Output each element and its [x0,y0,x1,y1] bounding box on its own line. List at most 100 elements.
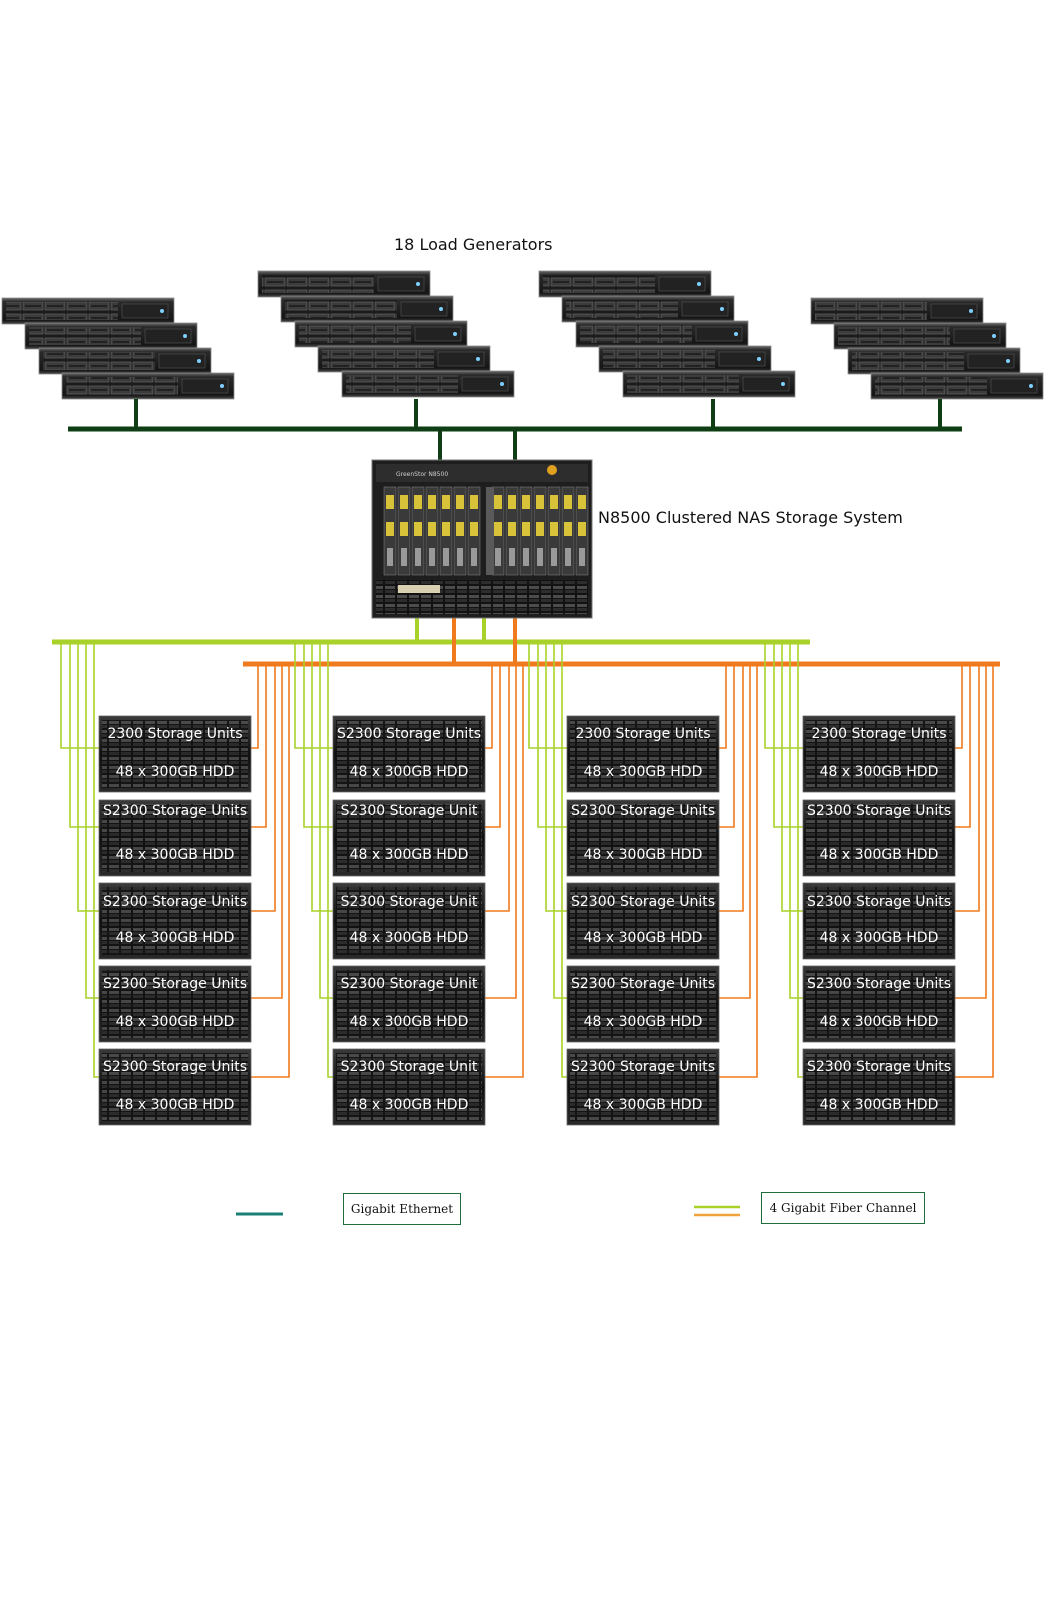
fc-orange-link [485,664,510,912]
storage-unit-name: S2300 Storage Units [571,976,715,992]
nas-controller-blade [425,486,439,576]
storage-unit-disks: 48 x 300GB HDD [350,1097,469,1113]
load-generator-server [317,345,491,373]
load-generator-server [810,297,984,325]
load-generator-server [294,320,468,348]
load-generator-server [24,322,198,350]
load-generator-server [870,372,1044,400]
storage-unit-disks: 48 x 300GB HDD [350,847,469,863]
fc-green-link [545,642,567,912]
fc-orange-link [251,664,290,1078]
nas-system-title: N8500 Clustered NAS Storage System [598,508,903,527]
fc-orange-link [485,664,524,1078]
fc-orange-link [955,664,971,828]
storage-unit-disks: 48 x 300GB HDD [584,764,703,780]
nas-controller-blade [397,486,411,576]
nas-faceplate-label: GreenStor N8500 [396,471,448,478]
nas-controller-blade [383,486,397,576]
fc-green-link [327,642,333,1078]
fc-green-link [781,642,803,912]
fc-green-link [77,642,99,912]
fc-orange-link [485,664,501,828]
storage-unit-disks: 48 x 300GB HDD [820,1097,939,1113]
fc-orange-link [485,664,517,999]
fc-orange-link [719,664,751,999]
legend-fiber-label: 4 Gigabit Fiber Channel [769,1201,917,1215]
storage-unit-disks: 48 x 300GB HDD [116,1097,235,1113]
fiber-channel-network [52,618,1000,1078]
storage-unit-name: S2300 Storage Units [337,726,481,742]
nas-controller-blade [547,486,561,576]
legend-ethernet-label: Gigabit Ethernet [350,1202,454,1216]
storage-unit-disks: 48 x 300GB HDD [350,764,469,780]
fc-green-link [537,642,567,828]
storage-unit-name: S2300 Storage Units [807,1059,951,1075]
storage-unit-disks: 48 x 300GB HDD [584,847,703,863]
storage-unit-name: S2300 Storage Units [807,803,951,819]
storage-unit-name: 2300 Storage Units [575,726,710,742]
storage-unit-array: 2300 Storage Units 48 x 300GB HDD S2300 St… [98,715,956,1126]
fc-orange-link [485,664,493,749]
storage-unit-name: S2300 Storage Unit [341,1059,478,1075]
fc-green-link [319,642,333,999]
storage-unit-disks: 48 x 300GB HDD [584,1014,703,1030]
fc-orange-link [251,664,283,999]
fc-orange-link [955,664,994,1078]
fc-green-link [85,642,99,999]
storage-unit: S2300 Storage Units 48 x 300GB HDD [802,1048,956,1126]
nas-storage-system: GreenStor N8500 [371,459,593,619]
load-generator-server [61,372,235,400]
storage-unit-name: S2300 Storage Unit [341,976,478,992]
storage-unit-disks: 48 x 300GB HDD [820,847,939,863]
storage-unit: S2300 Storage Units 48 x 300GB HDD [98,1048,252,1126]
storage-unit: S2300 Storage Units 48 x 300GB HDD [566,965,720,1043]
nas-controller-blade [467,486,481,576]
fc-orange-link [719,664,744,912]
load-generator-server [847,347,1021,375]
fc-orange-link [955,664,987,999]
nas-controller-blade [411,486,425,576]
storage-unit: S2300 Storage Units 48 x 300GB HDD [332,715,486,793]
storage-unit-name: 2300 Storage Units [811,726,946,742]
storage-unit: S2300 Storage Units 48 x 300GB HDD [566,1048,720,1126]
nas-controller-blade [575,486,589,576]
fc-green-link [303,642,333,828]
storage-unit: S2300 Storage Unit 48 x 300GB HDD [332,1048,486,1126]
nas-panel-tag [398,585,440,593]
load-generator-server [538,270,712,298]
load-generators-title: 18 Load Generators [394,235,553,254]
storage-unit-disks: 48 x 300GB HDD [820,764,939,780]
legend-ethernet: Gigabit Ethernet [343,1193,461,1225]
ethernet-network [68,399,962,462]
nas-controller-blade [519,486,533,576]
nas-controller-blade [505,486,519,576]
fc-orange-link [955,664,963,749]
storage-unit-name: S2300 Storage Units [807,894,951,910]
storage-unit: 2300 Storage Units 48 x 300GB HDD [566,715,720,793]
fc-green-link [93,642,99,1078]
storage-unit-disks: 48 x 300GB HDD [820,930,939,946]
storage-unit-disks: 48 x 300GB HDD [116,930,235,946]
fc-orange-link [251,664,276,912]
storage-unit-name: S2300 Storage Units [807,976,951,992]
storage-unit-name: S2300 Storage Units [571,1059,715,1075]
nas-logo-icon [547,465,557,475]
legend-fiber-channel: 4 Gigabit Fiber Channel [761,1192,925,1224]
nas-controller-blade [453,486,467,576]
fc-orange-link [719,664,758,1078]
nas-header [376,464,588,482]
storage-unit-disks: 48 x 300GB HDD [584,1097,703,1113]
storage-unit-name: S2300 Storage Units [103,1059,247,1075]
fc-green-link [553,642,567,999]
load-generator-server [561,295,735,323]
fc-green-link [561,642,567,1078]
load-generator-group [1,270,1044,400]
